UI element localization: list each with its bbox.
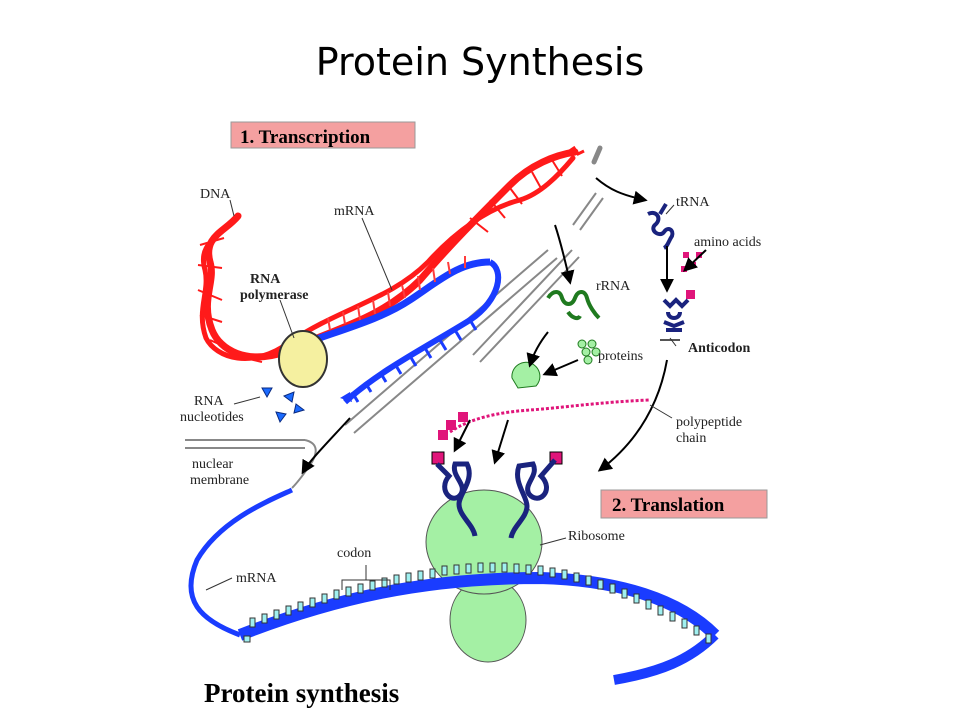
rna-nucleotides [261,387,306,424]
mrna-top-label: mRNA [334,204,375,219]
polypeptide-label-1: polypeptide [676,415,742,430]
slide-title: Protein Synthesis [315,40,645,84]
rrna-label: rRNA [596,279,631,294]
process-arrows [301,177,707,475]
transcription-step-box: 1. Transcription [230,121,416,149]
charged-trna [660,297,690,341]
mrna-bottom [188,487,720,685]
trna-label: tRNA [676,195,710,210]
proteins-label: proteins [598,349,643,364]
amino-acids-label: amino acids [694,235,761,250]
ribosome-label: Ribosome [568,529,625,544]
codon-bracket [341,565,391,590]
trna-free [647,202,675,250]
polypeptide-label-2: chain [676,431,706,446]
figure-caption: Protein synthesis [204,678,399,708]
rna-polymerase-label-1: RNA [250,272,281,287]
rrna-strand [546,290,601,321]
rna-polymerase [278,330,328,388]
rna-nucleotides-label-2: nucleotides [180,410,244,425]
rna-polymerase-label-2: polymerase [240,288,308,303]
mrna-bottom-label: mRNA [236,571,277,586]
codon-label: codon [337,546,371,561]
amino-acid-squares [681,252,702,299]
translation-label: 2. Translation [612,495,725,516]
rna-nucleotides-label-1: RNA [194,394,224,409]
trna-on-ribosome [435,458,557,539]
ribosomal-subunit [511,361,541,389]
transcription-label: 1. Transcription [240,127,371,148]
polypeptide-chain [431,398,651,465]
nuclear-membrane [185,145,604,489]
dna-label: DNA [200,187,231,202]
anticodon-label: Anticodon [688,341,750,356]
dna-helix [197,145,585,363]
label-leaders [205,199,677,591]
translation-step-box: 2. Translation [600,489,768,519]
nuclear-membrane-label-2: membrane [190,473,249,488]
mrna-transcript [298,256,502,405]
protein-dots [577,339,601,365]
nuclear-membrane-label-1: nuclear [192,457,234,472]
